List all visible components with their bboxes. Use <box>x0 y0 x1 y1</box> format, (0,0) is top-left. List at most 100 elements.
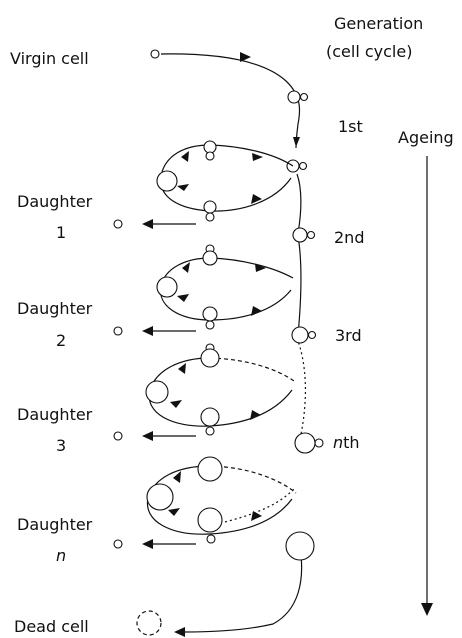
first-bud-cell-post-division <box>298 161 308 171</box>
generation-2nd-label: 2nd <box>334 228 364 247</box>
first-generation-cells <box>150 49 309 173</box>
daughter-3-top-left-arrowhead <box>178 363 186 374</box>
daughter-n-released-cell <box>113 539 123 549</box>
dead-cell-arrowhead <box>174 627 185 637</box>
daughter-n-bottom-mother-cell <box>197 507 223 533</box>
daughter-1-number: 1 <box>56 223 66 242</box>
daughter-2-cycle-path <box>160 257 292 321</box>
daughter-2-number: 2 <box>56 331 66 350</box>
daughter-n-bottom-left-arrowhead <box>168 508 180 516</box>
daughter-3-cycle <box>113 343 324 454</box>
cell-cycle-heading: (cell cycle) <box>326 42 412 61</box>
daughter-1-top-left-arrowhead <box>181 151 189 162</box>
header-labels: Generation (cell cycle) Ageing <box>326 14 454 147</box>
second-mother-cell <box>292 227 308 243</box>
daughter-1-bottom-right-arrowhead <box>251 194 262 204</box>
daughter-3-top-return-path <box>209 357 295 382</box>
first-to-second-mother-path <box>296 173 302 234</box>
daughter-2-release-arrowhead <box>142 326 153 336</box>
daughter-2-bottom-mother-cell <box>202 306 218 322</box>
mother-cell-lineage-path <box>160 52 306 637</box>
daughter-n-cycle <box>113 456 315 561</box>
nth-bud-cell <box>314 438 324 448</box>
generation-heading: Generation <box>334 14 423 33</box>
generation-th-suffix: th <box>343 433 359 452</box>
daughter-3-bottom-bud-cell <box>205 426 215 436</box>
daughter-2-bottom-bud-cell <box>205 320 215 330</box>
daughter-3-released-cell <box>113 431 123 441</box>
daughter-3-label: Daughter <box>17 405 93 424</box>
second-to-third-mother-path <box>297 235 302 336</box>
daughter-2-bottom-left-arrowhead <box>177 294 189 302</box>
third-mother-cell <box>291 326 309 344</box>
daughter-n-top-return-path <box>209 465 297 494</box>
ageing-label: Ageing <box>398 128 454 147</box>
daughter-2-top-right-arrowhead <box>255 264 266 272</box>
daughter-1-left-mother-cell <box>156 170 178 192</box>
left-labels: Virgin cell Daughter 1 Daughter 2 Daught… <box>10 49 93 636</box>
generation-n-prefix: n <box>333 433 343 452</box>
daughter-3-top-mother-cell <box>200 348 220 368</box>
daughter-2-top-mother-cell <box>202 250 218 266</box>
daughter-2-bottom-right-arrowhead <box>251 306 262 316</box>
ageing-axis-arrowhead <box>421 603 433 616</box>
virgin-path-arrowhead <box>240 52 251 62</box>
daughter-1-top-return-path <box>209 144 294 167</box>
daughter-n-label: Daughter <box>17 515 93 534</box>
daughter-3-bottom-left-arrowhead <box>170 400 182 408</box>
final-mother-cell <box>285 531 315 561</box>
virgin-cell-to-first-cycle-path <box>160 53 301 149</box>
virgin-cell-label: Virgin cell <box>10 49 89 68</box>
third-to-nth-mother-path <box>296 337 306 440</box>
first-bud-cell <box>299 92 309 102</box>
ageing-axis <box>421 156 433 616</box>
daughter-n-left-mother-cell <box>146 483 174 511</box>
daughter-n-inner-dotted-path <box>224 488 295 523</box>
generation-1st-label: 1st <box>338 117 363 136</box>
daughter-n-cycle-path <box>146 465 293 535</box>
daughter-1-bottom-left-arrowhead <box>177 184 189 191</box>
second-bud-cell <box>306 230 316 240</box>
nth-to-dead-mother-path <box>184 547 303 633</box>
daughter-1-top-bud-cell <box>205 151 215 161</box>
dead-cell-outline <box>136 610 162 636</box>
daughter-2-cycle <box>113 244 317 344</box>
daughter-n-bottom-bud-cell <box>206 534 216 544</box>
virgin-mother-cell <box>150 49 160 59</box>
daughter-3-left-mother-cell <box>145 380 169 404</box>
daughter-1-release-arrowhead <box>142 219 153 229</box>
first-mother-cell <box>287 90 301 104</box>
daughter-n-number: n <box>56 546 66 565</box>
daughter-3-bottom-mother-cell <box>200 407 220 427</box>
daughter-2-left-mother-cell <box>156 276 178 298</box>
nth-mother-cell <box>294 432 316 454</box>
daughter-2-top-left-arrowhead <box>182 262 190 273</box>
daughter-n-release-arrowhead <box>142 539 153 549</box>
daughter-n-bottom-right-arrowhead <box>251 511 262 521</box>
dead-cell-label: Dead cell <box>14 617 89 636</box>
third-bud-cell <box>307 330 317 340</box>
daughter-1-released-cell <box>113 219 123 229</box>
first-cycle-arrowhead <box>293 137 300 147</box>
daughter-1-bottom-bud-cell <box>205 212 215 222</box>
daughter-2-released-cell <box>113 326 123 336</box>
daughter-n-top-left-arrowhead <box>173 471 181 483</box>
daughter-3-bottom-right-arrowhead <box>250 410 261 420</box>
daughter-3-cycle-path <box>148 357 293 427</box>
daughter-1-cycle-path <box>160 144 292 212</box>
daughter-1-cycle <box>113 140 316 243</box>
daughter-3-number: 3 <box>56 436 66 455</box>
daughter-2-label: Daughter <box>17 299 93 318</box>
daughter-2-top-return-path <box>209 257 294 279</box>
daughter-n-top-mother-cell <box>197 456 223 482</box>
daughter-1-top-right-arrowhead <box>252 153 263 161</box>
daughter-1-label: Daughter <box>17 192 93 211</box>
daughter-1-top-mother-cell <box>203 140 217 154</box>
dead-cell-group <box>136 610 162 636</box>
generation-nth-label: nth <box>333 433 360 452</box>
generation-labels: 1st 2nd 3rd nth <box>333 117 364 452</box>
daughter-1-bottom-mother-cell <box>203 200 217 214</box>
daughter-3-release-arrowhead <box>142 431 153 441</box>
generation-3rd-label: 3rd <box>335 326 362 345</box>
